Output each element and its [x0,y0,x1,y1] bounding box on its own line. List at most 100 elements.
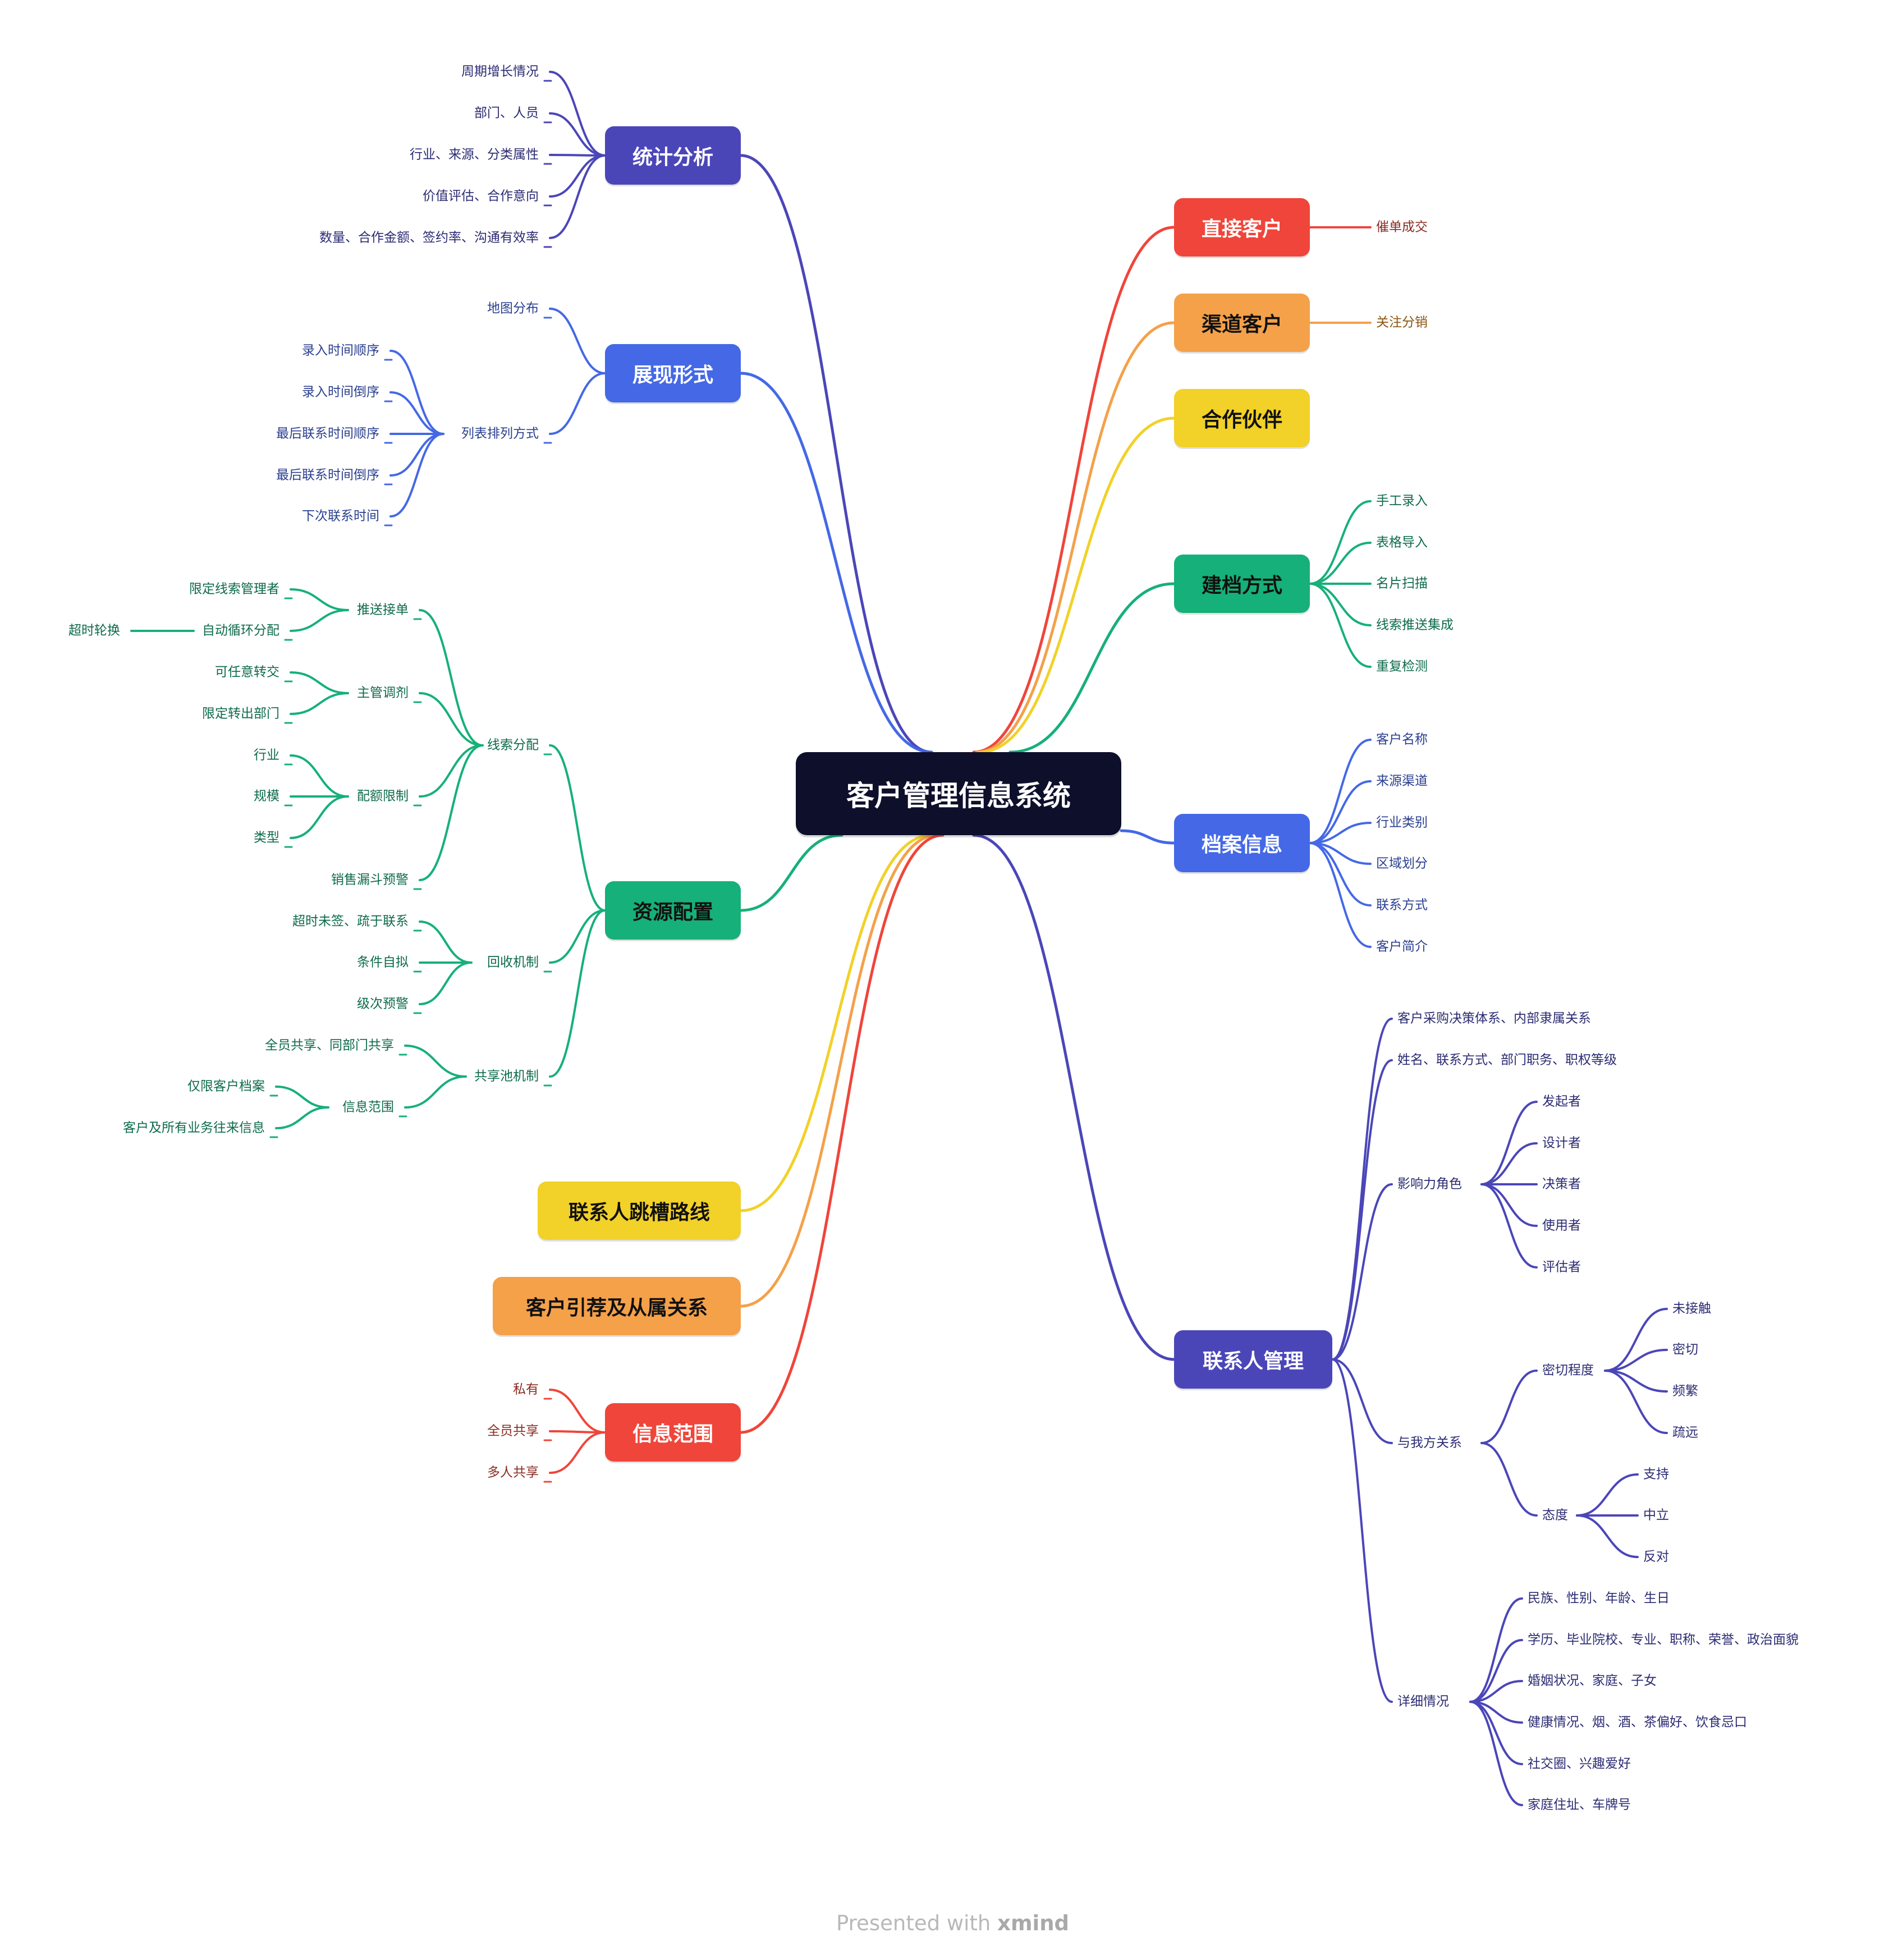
topic-display[interactable]: 展现形式 [605,344,741,402]
resource-pool[interactable]: 共享池机制 [474,1069,539,1084]
display-sort-item[interactable]: 最后联系时间倒序 [276,468,379,483]
contact-attitude-item[interactable]: 中立 [1643,1508,1669,1523]
topic-referral[interactable]: 客户引荐及从属关系 [493,1277,741,1335]
archive-item[interactable]: 客户名称 [1376,732,1428,747]
display-sort-item[interactable]: 录入时间倒序 [302,384,379,400]
archive-item[interactable]: 联系方式 [1376,897,1428,913]
resource-scope-item[interactable]: 仅限客户档案 [187,1079,265,1094]
info-scope-item[interactable]: 多人共享 [487,1465,539,1480]
contact-closeness-item[interactable]: 密切 [1672,1342,1698,1357]
resource-recycle-item[interactable]: 超时未签、疏于联系 [292,914,409,929]
contact-closeness[interactable]: 密切程度 [1542,1363,1594,1378]
resource-quota-item[interactable]: 规模 [254,789,279,804]
contact-closeness-item[interactable]: 疏远 [1672,1425,1698,1440]
topic-partner[interactable]: 合作伙伴 [1174,389,1310,447]
filing-item[interactable]: 线索推送集成 [1376,617,1454,633]
archive-item[interactable]: 来源渠道 [1376,773,1428,789]
contact-attitude-item[interactable]: 支持 [1643,1467,1669,1482]
topic-stats[interactable]: 统计分析 [605,126,741,185]
archive-item[interactable]: 行业类别 [1376,815,1428,830]
stats-item[interactable]: 周期增长情况 [461,64,539,79]
contact-detail-item[interactable]: 健康情况、烟、酒、茶偏好、饮食忌口 [1528,1715,1747,1730]
contact-detail-item[interactable]: 学历、毕业院校、专业、职称、荣誉、政治面貌 [1528,1632,1799,1647]
contact-detail[interactable]: 详细情况 [1397,1694,1449,1709]
connector-line [1469,1701,1523,1765]
filing-item[interactable]: 重复检测 [1376,659,1428,674]
connector-line [739,834,933,1212]
display-sort-item[interactable]: 录入时间顺序 [302,343,379,358]
resource-supervisor-item[interactable]: 可任意转交 [215,665,279,680]
resource-supervisor[interactable]: 主管调剂 [357,685,409,700]
contact-role-item[interactable]: 决策者 [1542,1176,1581,1192]
stats-item[interactable]: 价值评估、合作意向 [423,189,539,204]
contact-detail-item[interactable]: 家庭住址、车牌号 [1528,1797,1631,1812]
root-topic[interactable]: 客户管理信息系统 [796,752,1121,835]
resource-quota-item[interactable]: 类型 [254,830,279,845]
resource-push-item[interactable]: 限定线索管理者 [189,581,279,597]
contact-detail-item[interactable]: 社交圈、兴趣爱好 [1528,1756,1631,1771]
topic-contact-route[interactable]: 联系人跳槽路线 [538,1182,741,1240]
filing-item[interactable]: 手工录入 [1376,493,1428,509]
topic-contact[interactable]: 联系人管理 [1174,1330,1332,1389]
display-sort-item[interactable]: 下次联系时间 [302,509,379,524]
resource-scope[interactable]: 信息范围 [342,1100,394,1115]
contact-closeness-item[interactable]: 频繁 [1672,1384,1698,1399]
resource-supervisor-item[interactable]: 限定转出部门 [202,706,279,721]
contact-role-item[interactable]: 使用者 [1542,1218,1581,1233]
contact-fields[interactable]: 姓名、联系方式、部门职务、职权等级 [1397,1052,1617,1068]
resource-scope-item[interactable]: 客户及所有业务往来信息 [123,1120,265,1135]
resource-recycle-item[interactable]: 条件自拟 [357,955,409,970]
info-scope-item[interactable]: 私有 [513,1382,539,1397]
direct-item[interactable]: 催单成交 [1376,219,1428,235]
contact-detail-item[interactable]: 民族、性别、年龄、生日 [1528,1591,1670,1606]
display-sort-item[interactable]: 最后联系时间顺序 [276,426,379,441]
archive-item[interactable]: 区域划分 [1376,856,1428,871]
connector-line [1469,1701,1523,1724]
info-scope-item[interactable]: 全员共享 [487,1423,539,1439]
resource-funnel[interactable]: 销售漏斗预警 [331,872,409,887]
resource-pool-all[interactable]: 全员共享、同部门共享 [265,1038,394,1053]
contact-closeness-item[interactable]: 未接触 [1672,1301,1711,1316]
topic-channel[interactable]: 渠道客户 [1174,294,1310,352]
connector-line [549,372,606,435]
channel-item[interactable]: 关注分销 [1376,315,1428,330]
connector-line [1309,842,1372,906]
contact-attitude[interactable]: 态度 [1542,1508,1568,1523]
filing-item[interactable]: 名片扫描 [1376,576,1428,591]
stats-item[interactable]: 行业、来源、分类属性 [410,147,539,162]
contact-system[interactable]: 客户采购决策体系、内部隶属关系 [1397,1011,1591,1026]
contact-role[interactable]: 影响力角色 [1397,1176,1462,1192]
footer-credit: Presented with xmind [836,1911,1069,1935]
resource-quota[interactable]: 配额限制 [357,789,409,804]
connector-line [1309,500,1372,585]
archive-item[interactable]: 客户简介 [1376,939,1428,954]
contact-role-item[interactable]: 设计者 [1542,1135,1581,1151]
topic-info-scope[interactable]: 信息范围 [605,1403,741,1462]
filing-item[interactable]: 表格导入 [1376,535,1428,550]
contact-role-item[interactable]: 发起者 [1542,1094,1581,1109]
connector-line [1309,822,1372,844]
resource-recycle-item[interactable]: 级次预警 [357,996,409,1011]
display-map[interactable]: 地图分布 [487,301,539,316]
resource-timeout[interactable]: 超时轮换 [68,623,120,638]
contact-attitude-item[interactable]: 反对 [1643,1549,1669,1564]
resource-clue[interactable]: 线索分配 [487,738,539,753]
topic-filing[interactable]: 建档方式 [1174,555,1310,613]
resource-recycle[interactable]: 回收机制 [487,955,539,970]
stats-item[interactable]: 部门、人员 [474,106,539,121]
topic-resource[interactable]: 资源配置 [605,881,741,940]
contact-relation[interactable]: 与我方关系 [1397,1435,1462,1450]
contact-role-item[interactable]: 评估者 [1542,1260,1581,1275]
connector-line [404,1045,467,1078]
contact-detail-item[interactable]: 婚姻状况、家庭、子女 [1528,1673,1657,1688]
resource-push[interactable]: 推送接单 [357,602,409,617]
resource-quota-item[interactable]: 行业 [254,748,279,763]
stats-item[interactable]: 数量、合作金额、签约率、沟通有效率 [319,230,539,245]
topic-archive[interactable]: 档案信息 [1174,814,1310,872]
topic-direct[interactable]: 直接客户 [1174,198,1310,257]
resource-push-item[interactable]: 自动循环分配 [202,623,279,638]
display-sort[interactable]: 列表排列方式 [461,426,539,441]
connector-line [1480,1142,1538,1185]
connector-line [419,744,484,881]
